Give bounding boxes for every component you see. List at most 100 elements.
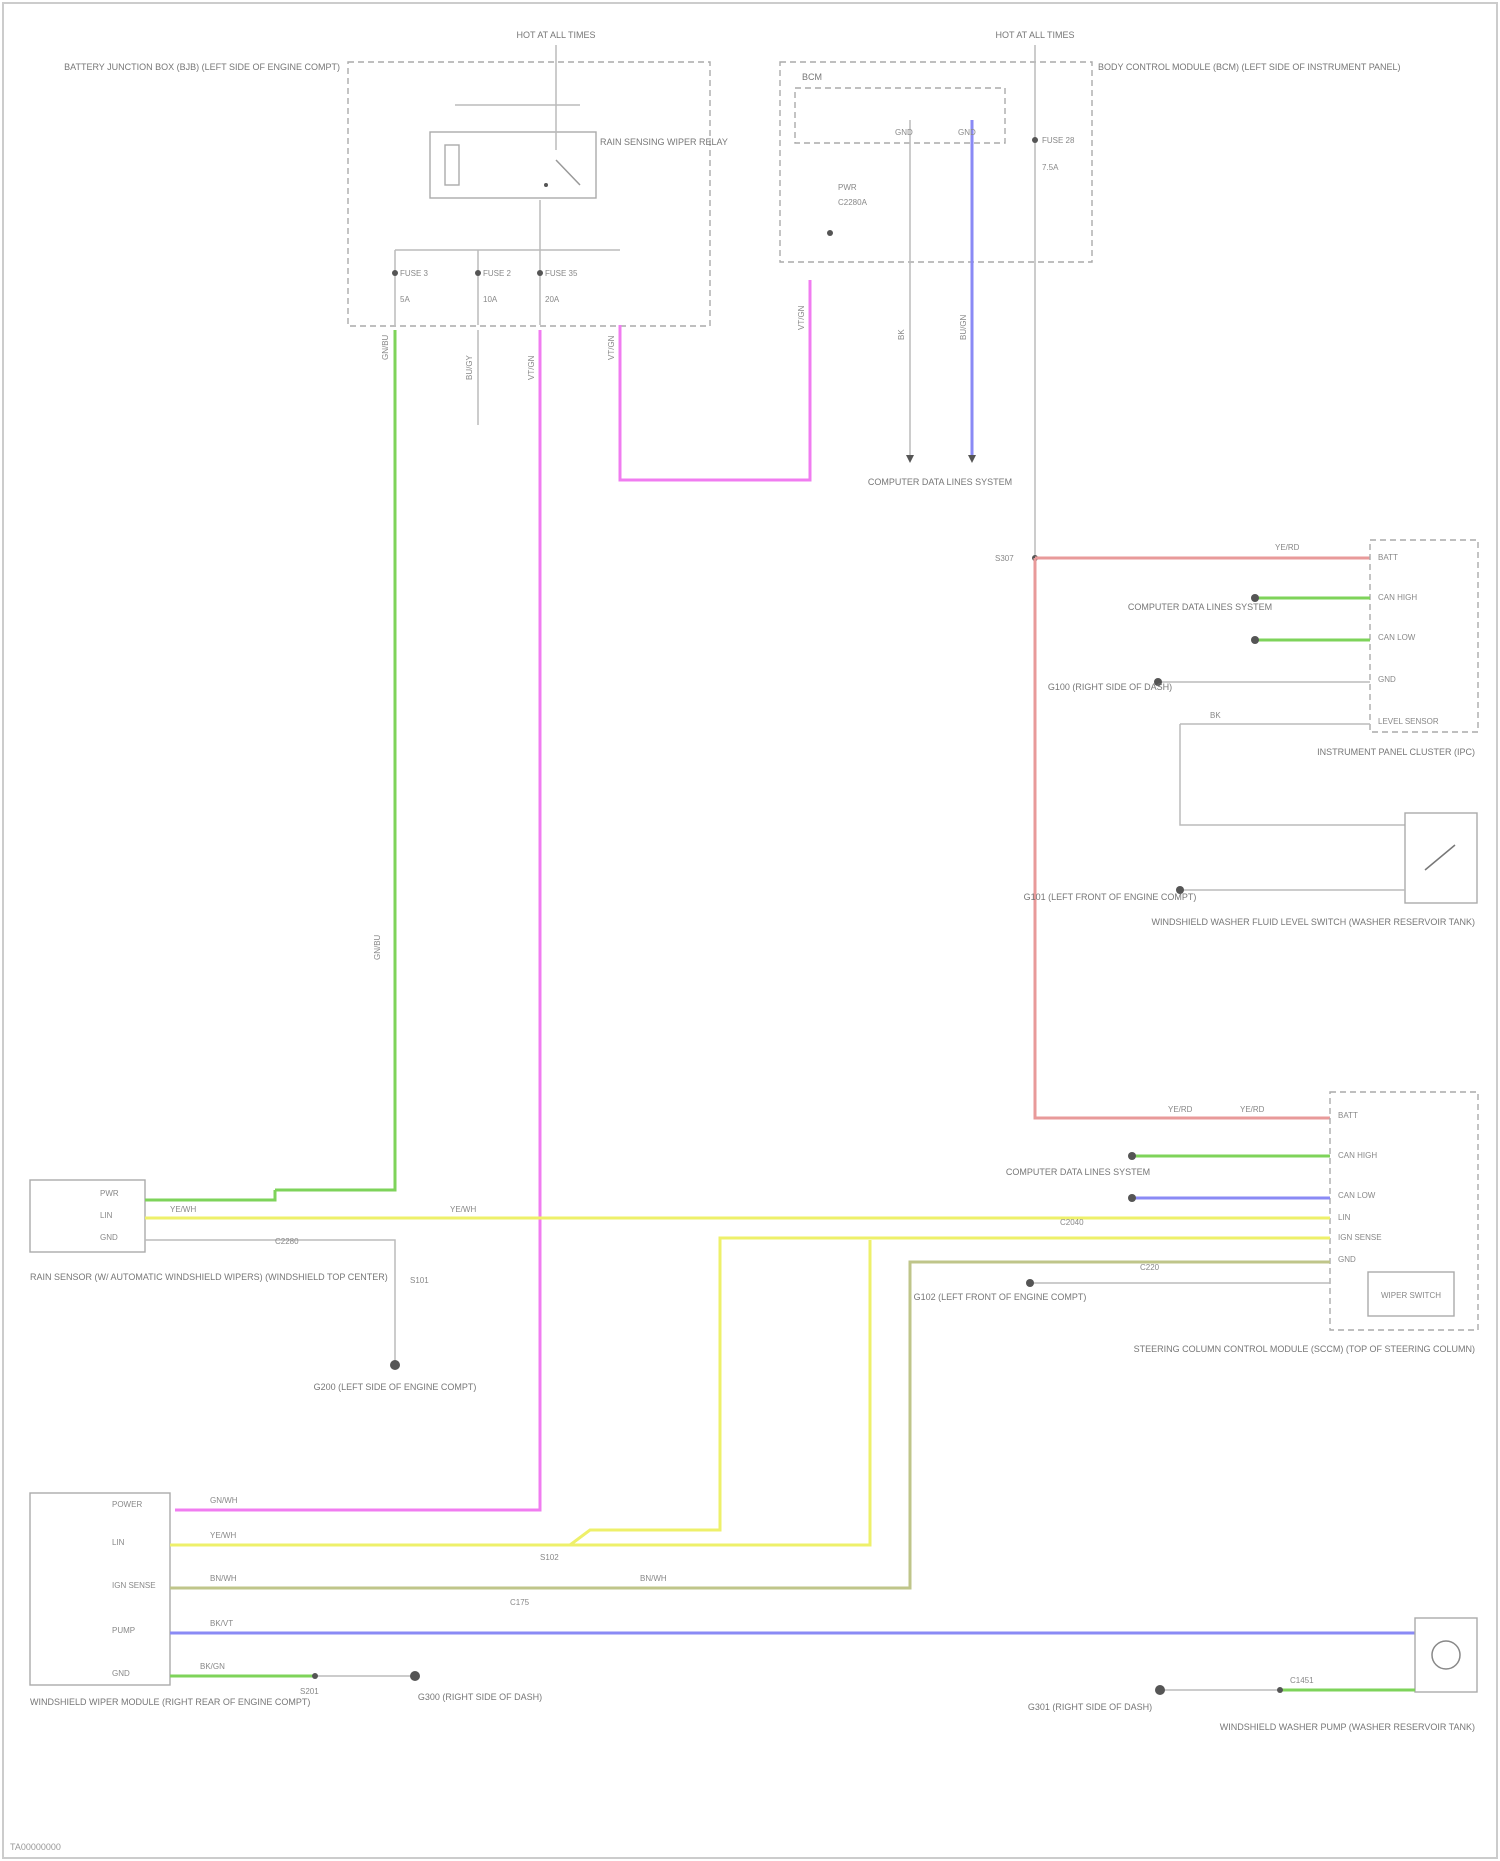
sccm-pin-gnd: GND [1338, 1255, 1356, 1264]
wire-label-yewh-1: YE/WH [170, 1205, 196, 1214]
wire-label-yerd-2: YE/RD [1168, 1105, 1193, 1114]
bcm-conn-label: C2280A [838, 198, 868, 207]
wire-label-vtgn-1: VT/GN [527, 355, 536, 380]
ipc-label: INSTRUMENT PANEL CLUSTER (IPC) [1317, 747, 1475, 757]
splice-label-s307: S307 [995, 554, 1014, 563]
ground-label-1: G100 (RIGHT SIDE OF DASH) [1048, 682, 1172, 692]
wire-label-bnwh-1: BN/WH [210, 1574, 237, 1583]
wire-label-gnbu-2: GN/BU [373, 934, 382, 960]
wire-label-vtgn-3: VT/GN [797, 305, 806, 330]
fuse-2-label: FUSE 2 [483, 269, 512, 278]
ground-label-6: G301 (RIGHT SIDE OF DASH) [1028, 1702, 1152, 1712]
computer-data-label-2: COMPUTER DATA LINES SYSTEM [1128, 602, 1272, 612]
sccm-pin-ign: IGN SENSE [1338, 1233, 1382, 1242]
computer-data-label-1: COMPUTER DATA LINES SYSTEM [868, 477, 1012, 487]
bcm-fuse-amp: 7.5A [1042, 163, 1059, 172]
bcm-gnd-label-2: GND [958, 128, 976, 137]
relay-box [430, 132, 596, 198]
rain-gnd-wire [145, 1240, 395, 1365]
wm-gnd-splice [312, 1673, 318, 1679]
pink-wire-bcm [620, 280, 810, 480]
rain-gnd-node [390, 1360, 400, 1370]
washer-pump-gnd-node [1155, 1685, 1165, 1695]
ground-label-2: G101 (LEFT FRONT OF ENGINE COMPT) [1024, 892, 1197, 902]
sccm-label: STEERING COLUMN CONTROL MODULE (SCCM) (T… [1134, 1344, 1475, 1354]
washer-pump-splice [1277, 1687, 1283, 1693]
fuse-3-label: FUSE 35 [545, 269, 578, 278]
sccm-pin-batt: BATT [1338, 1111, 1358, 1120]
wiper-module-label: WINDSHIELD WIPER MODULE (RIGHT REAR OF E… [30, 1697, 310, 1707]
sccm-switch-label: WIPER SWITCH [1381, 1291, 1441, 1300]
bcm-pwr-label: PWR [838, 183, 857, 192]
washer-fluid-switch-label: WINDSHIELD WASHER FLUID LEVEL SWITCH (WA… [1151, 917, 1475, 927]
ipc-pin-level: LEVEL SENSOR [1378, 717, 1439, 726]
splice-label-s201: S201 [300, 1687, 319, 1696]
wire-label-yewh-3: YE/WH [210, 1531, 236, 1540]
fuse-2-node [475, 270, 481, 276]
bcm-fuse-node [1032, 137, 1038, 143]
ipc-pin-can-l: CAN LOW [1378, 633, 1416, 642]
sccm-can-h-node [1128, 1152, 1136, 1160]
wire-label-bkvt: BK/VT [210, 1619, 233, 1628]
bcm-pwr-node [827, 230, 833, 236]
connector-label-c175: C175 [510, 1598, 530, 1607]
ipc-can-h-node [1251, 594, 1259, 602]
figure-id: TA00000000 [10, 1842, 61, 1852]
bjb-label: BATTERY JUNCTION BOX (BJB) (LEFT SIDE OF… [64, 62, 340, 72]
relay-contact [556, 160, 580, 185]
wire-label-bk-1: BK [897, 329, 906, 340]
splice-label-s102: S102 [540, 1553, 559, 1562]
ipc-level-to-switch [1180, 724, 1405, 825]
bjb-box [348, 62, 710, 326]
bcm-fuse-label: FUSE 28 [1042, 136, 1075, 145]
sccm-gnd-node [1026, 1279, 1034, 1287]
wire-label-gnbu: GN/BU [381, 334, 390, 360]
wm-pin-power: POWER [112, 1500, 142, 1509]
washer-pump-motor-icon [1432, 1641, 1460, 1669]
fuse-1-label: FUSE 3 [400, 269, 429, 278]
splice-label-s101: S101 [410, 1276, 429, 1285]
rain-pin-lin: LIN [100, 1211, 113, 1220]
fuse-1-node [392, 270, 398, 276]
relay-coil [445, 145, 459, 185]
wire-label-bugy: BU/GY [465, 354, 474, 380]
bcm-box [780, 62, 1092, 262]
washer-pump-label: WINDSHIELD WASHER PUMP (WASHER RESERVOIR… [1220, 1722, 1475, 1732]
sccm-pin-can-l: CAN LOW [1338, 1191, 1376, 1200]
sccm-can-l-node [1128, 1194, 1136, 1202]
wire-label-gnwh: GN/WH [210, 1496, 238, 1505]
wire-label-bugn: BU/GN [959, 314, 968, 340]
connector-label-c2040: C2040 [1060, 1218, 1084, 1227]
wm-pin-gnd: GND [112, 1669, 130, 1678]
ipc-pin-can-h: CAN HIGH [1378, 593, 1417, 602]
data-lines-arrow-2 [968, 455, 976, 463]
computer-data-label-3: COMPUTER DATA LINES SYSTEM [1006, 1167, 1150, 1177]
wire-label-yerd-3: YE/RD [1240, 1105, 1265, 1114]
connector-label-c1451: C1451 [1290, 1676, 1314, 1685]
wire-label-vtgn-2: VT/GN [607, 335, 616, 360]
hot-label-1: HOT AT ALL TIMES [516, 30, 595, 40]
bcm-inner-label: BCM [802, 72, 822, 82]
hot-label-2: HOT AT ALL TIMES [995, 30, 1074, 40]
ipc-pin-batt: BATT [1378, 553, 1398, 562]
ground-label-3: G102 (LEFT FRONT OF ENGINE COMPT) [914, 1292, 1087, 1302]
wire-label-yerd-1: YE/RD [1275, 543, 1300, 552]
sccm-pin-lin: LIN [1338, 1213, 1351, 1222]
data-lines-arrow-1 [906, 455, 914, 463]
wire-label-bk-2: BK [1210, 711, 1221, 720]
relay-label: RAIN SENSING WIPER RELAY [600, 137, 728, 147]
wm-pin-lin: LIN [112, 1538, 125, 1547]
rain-pin-gnd: GND [100, 1233, 118, 1242]
red-wire-sccm [1035, 558, 1330, 1118]
wm-ign-wire [170, 1262, 1330, 1588]
wm-pin-pump: PUMP [112, 1626, 135, 1635]
fuse-2-amp: 10A [483, 295, 498, 304]
green-wire-main [275, 330, 395, 1190]
ground-label-5: G300 (RIGHT SIDE OF DASH) [418, 1692, 542, 1702]
bcm-label: BODY CONTROL MODULE (BCM) (LEFT SIDE OF … [1098, 62, 1401, 72]
connector-label-c2280: C2280 [275, 1237, 299, 1246]
rain-pwr-wire [145, 1190, 275, 1200]
relay-contact-node [544, 183, 548, 187]
fuse-3-amp: 20A [545, 295, 560, 304]
